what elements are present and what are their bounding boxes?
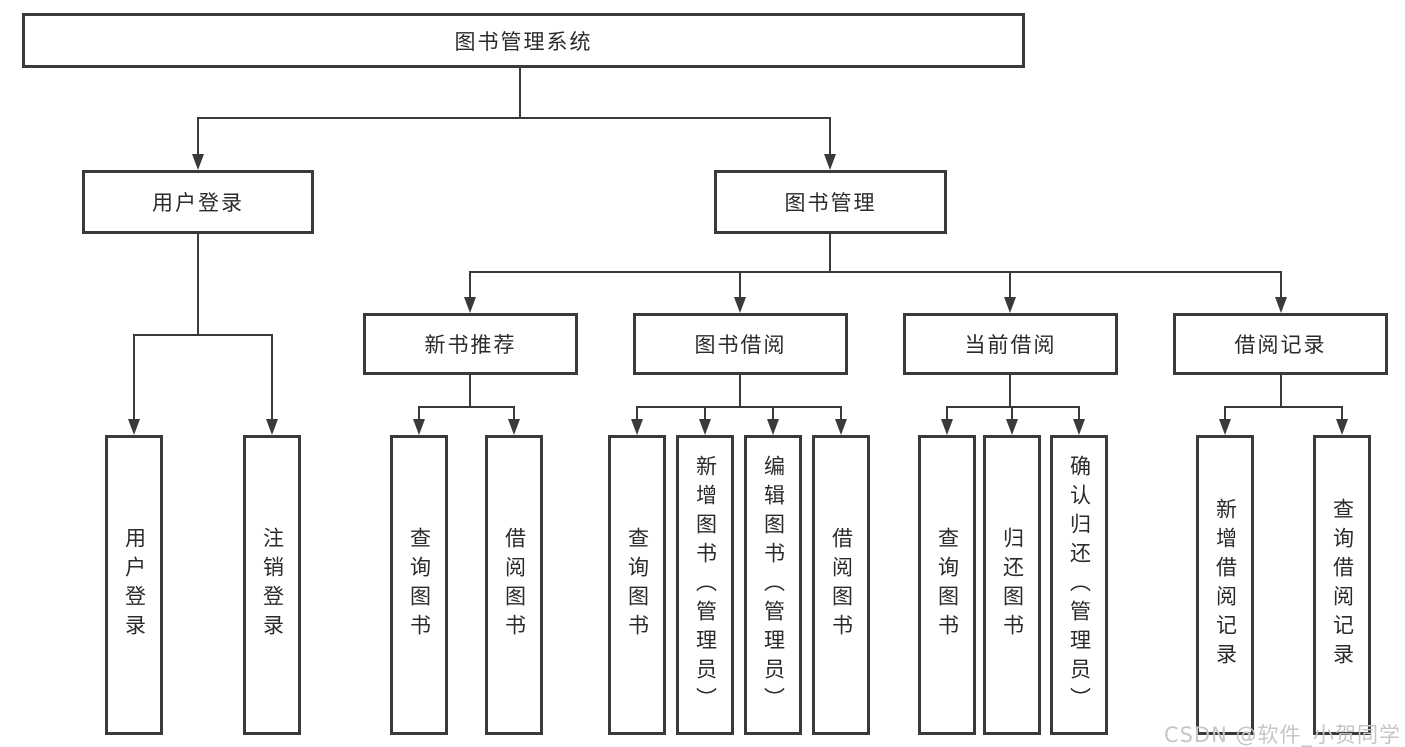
connector-line [1009, 375, 1011, 407]
connector-line [469, 271, 471, 298]
node-label: 图书借阅 [694, 333, 787, 357]
leaf-user-login: 用户登录 [105, 435, 163, 735]
connector-line [197, 117, 199, 155]
node-label: 编辑图书（管理员） [761, 454, 786, 716]
arrow-down-icon [464, 297, 476, 313]
arrow-down-icon [508, 419, 520, 435]
csdn-watermark: CSDN @软件_小贺同学 [1163, 723, 1401, 747]
connector-line [1011, 406, 1013, 420]
connector-line [946, 406, 1080, 408]
connector-line [704, 406, 706, 420]
node-current-borrow: 当前借阅 [903, 313, 1118, 375]
arrow-down-icon [413, 419, 425, 435]
leaf-logout: 注销登录 [243, 435, 301, 735]
connector-line [739, 271, 741, 298]
connector-line [513, 406, 515, 420]
connector-line [197, 117, 831, 119]
arrow-down-icon [767, 419, 779, 435]
connector-line [418, 406, 420, 420]
leaf-query-books: 查询图书 [918, 435, 976, 735]
node-label: 借阅记录 [1234, 333, 1327, 357]
node-label: 新增借阅记录 [1213, 498, 1238, 672]
leaf-edit-books-admin: 编辑图书（管理员） [744, 435, 802, 735]
node-label: 查询借阅记录 [1330, 498, 1355, 672]
arrow-down-icon [1073, 419, 1085, 435]
arrow-down-icon [1219, 419, 1231, 435]
node-label: 新增图书（管理员） [693, 454, 718, 716]
node-label: 图书管理系统 [454, 29, 593, 54]
node-label: 用户登录 [152, 191, 244, 215]
node-borrow-records: 借阅记录 [1173, 313, 1388, 375]
node-label: 借阅图书 [829, 527, 854, 643]
leaf-add-books-admin: 新增图书（管理员） [676, 435, 734, 735]
leaf-return-books: 归还图书 [983, 435, 1041, 735]
connector-line [197, 234, 199, 335]
connector-line [133, 334, 273, 336]
connector-line [271, 334, 273, 420]
arrow-down-icon [1004, 297, 1016, 313]
leaf-confirm-return-admin: 确认归还（管理员） [1050, 435, 1108, 735]
connector-line [469, 271, 1282, 273]
node-label: 查询图书 [935, 527, 960, 643]
arrow-down-icon [941, 419, 953, 435]
arrow-down-icon [835, 419, 847, 435]
node-user-login: 用户登录 [82, 170, 314, 234]
arrow-down-icon [266, 419, 278, 435]
arrow-down-icon [1336, 419, 1348, 435]
leaf-borrow-books: 借阅图书 [485, 435, 543, 735]
arrow-down-icon [192, 154, 204, 170]
connector-line [469, 375, 471, 407]
node-book-management: 图书管理 [714, 170, 947, 234]
connector-line [133, 334, 135, 420]
connector-line [1009, 271, 1011, 298]
arrow-down-icon [1275, 297, 1287, 313]
connector-line [1224, 406, 1226, 420]
connector-line [829, 234, 831, 272]
arrow-down-icon [128, 419, 140, 435]
arrow-down-icon [631, 419, 643, 435]
node-label: 查询图书 [407, 527, 432, 643]
connector-line [1341, 406, 1343, 420]
node-label: 归还图书 [1000, 527, 1025, 643]
connector-line [946, 406, 948, 420]
leaf-query-books: 查询图书 [390, 435, 448, 735]
node-label: 注销登录 [260, 527, 285, 643]
node-label: 用户登录 [122, 527, 147, 643]
node-label: 新书推荐 [424, 333, 517, 357]
arrow-down-icon [699, 419, 711, 435]
connector-line [1224, 406, 1343, 408]
node-root: 图书管理系统 [22, 13, 1025, 68]
node-label: 借阅图书 [502, 527, 527, 643]
connector-line [772, 406, 774, 420]
arrow-down-icon [824, 154, 836, 170]
connector-line [418, 406, 515, 408]
node-label: 图书管理 [784, 191, 877, 215]
node-label: 确认归还（管理员） [1067, 454, 1092, 716]
node-book-borrow: 图书借阅 [633, 313, 848, 375]
connector-line [829, 117, 831, 155]
connector-line [739, 375, 741, 407]
leaf-query-books: 查询图书 [608, 435, 666, 735]
node-new-book-recommend: 新书推荐 [363, 313, 578, 375]
node-label: 查询图书 [625, 527, 650, 643]
leaf-add-borrow-record: 新增借阅记录 [1196, 435, 1254, 735]
connector-line [636, 406, 842, 408]
connector-line [1280, 375, 1282, 407]
arrow-down-icon [1006, 419, 1018, 435]
arrow-down-icon [734, 297, 746, 313]
connector-line [636, 406, 638, 420]
connector-line [1078, 406, 1080, 420]
connector-line [1280, 271, 1282, 298]
leaf-borrow-books: 借阅图书 [812, 435, 870, 735]
connector-line [519, 68, 521, 118]
node-label: 当前借阅 [964, 333, 1057, 357]
connector-line [840, 406, 842, 420]
leaf-query-borrow-record: 查询借阅记录 [1313, 435, 1371, 735]
